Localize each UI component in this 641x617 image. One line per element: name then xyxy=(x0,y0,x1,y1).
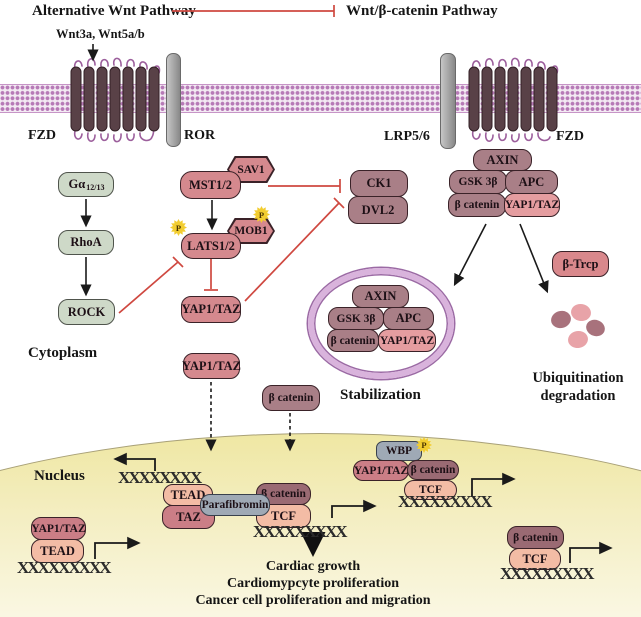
dvl2-node: DVL2 xyxy=(348,196,408,224)
degradation-line2: degradation xyxy=(540,388,616,404)
degraded-fragment-icon xyxy=(569,302,593,323)
gsk3b-node: GSK 3β xyxy=(449,170,507,194)
rock-node: ROCK xyxy=(58,299,115,325)
degradation-caption: Ubiquitination degradation xyxy=(518,369,638,405)
stab-gsk3b-node: GSK 3β xyxy=(328,307,384,330)
nuc-mid-beta-catenin-node: β catenin xyxy=(256,483,311,505)
rhoa-node: RhoA xyxy=(58,230,114,255)
dna-strand: XXXXXXXXX xyxy=(17,558,111,577)
ror-receptor xyxy=(166,53,181,147)
dna-strand: XXXXXXXXX xyxy=(500,564,594,583)
fzd-intracellular-loops xyxy=(73,126,157,143)
outcome-line2: Cardiomypcyte proliferation xyxy=(227,576,399,591)
sav1-node: SAV1 xyxy=(227,156,275,183)
stab-beta-catenin-node: β catenin xyxy=(327,329,379,352)
sav1-text: SAV1 xyxy=(229,158,273,181)
nuc-rl-tcf-node: TCF xyxy=(509,548,561,570)
nuc-ru-tcf-node: TCF xyxy=(404,480,457,500)
beta-trcp-node: β-Trcp xyxy=(552,251,609,277)
yap-taz-node-upper: YAP1/TAZ xyxy=(181,296,241,323)
outcome-line3: Cancer cell proliferation and migration xyxy=(195,593,431,608)
degradation-line1: Ubiquitination xyxy=(532,370,624,386)
yap-taz-complex-node: YAP1/TAZ xyxy=(504,193,560,217)
beta-catenin-node: β catenin xyxy=(448,193,506,217)
stabilization-caption: Stabilization xyxy=(340,387,421,403)
fzd-right-label: FZD xyxy=(556,129,584,144)
ck1-node: CK1 xyxy=(350,170,408,197)
wnt-ligands-label: Wnt3a, Wnt5a/b xyxy=(56,27,145,41)
parafibromin-node: Parafibromin xyxy=(200,494,270,516)
degraded-fragment-icon xyxy=(566,329,590,350)
nuc-rl-beta-catenin-node: β catenin xyxy=(507,526,564,549)
dna-strand: XXXXXXXXX xyxy=(253,522,347,541)
nuc-left-yap-taz-node: YAP1/TAZ xyxy=(31,517,86,540)
axin-node: AXIN xyxy=(473,149,532,171)
nuc-ru-beta-catenin-node: β catenin xyxy=(407,460,459,480)
fzd-intracellular-loops xyxy=(471,130,551,143)
degraded-fragment-icon xyxy=(549,308,573,331)
stab-apc-node: APC xyxy=(383,307,434,330)
lats12-node: LATS1/2 xyxy=(181,233,241,259)
outcome-line1: Cardiac growth xyxy=(265,559,361,574)
nucleus-label: Nucleus xyxy=(34,468,85,484)
galpha-subscript: 12/13 xyxy=(86,183,105,192)
cytoplasm-label: Cytoplasm xyxy=(28,345,98,361)
fzd-left-label: FZD xyxy=(28,128,56,143)
nucleus-compartment xyxy=(0,433,641,617)
fzd-receptor-right xyxy=(468,57,559,143)
lrp56-label: LRP5/6 xyxy=(384,129,430,144)
nuc-ru-yap-taz-node: YAP1/TAZ xyxy=(353,460,409,481)
lrp56-receptor xyxy=(440,53,456,149)
fzd-helices xyxy=(70,66,160,132)
apc-node: APC xyxy=(505,170,558,194)
mst12-node: MST1/2 xyxy=(180,171,241,199)
dna-strand: XXXXXXXX xyxy=(118,468,202,487)
nuc-left-tead-node: TEAD xyxy=(31,539,84,563)
nuc-mid-taz-node: TAZ xyxy=(162,505,215,529)
fzd-helices xyxy=(468,66,558,132)
alt-pathway-title: Alternative Wnt Pathway xyxy=(32,3,196,19)
yap-taz-node-lower: YAP1/TAZ xyxy=(182,353,241,379)
fzd-extracellular-loops xyxy=(471,57,559,74)
free-beta-catenin-node: β catenin xyxy=(262,385,320,411)
stabilization-ring xyxy=(308,268,454,379)
stab-yap-taz-node: YAP1/TAZ xyxy=(378,329,436,352)
fzd-receptor-left xyxy=(70,57,161,143)
wbp-node: WBP xyxy=(376,441,422,461)
galpha-text: Gα xyxy=(68,177,86,191)
beta-catenin-pathway-title: Wnt/β-catenin Pathway xyxy=(346,3,498,19)
ror-label: ROR xyxy=(184,128,216,143)
top-inhibition-line xyxy=(172,5,335,17)
dna-strand: XXXXXXXXX xyxy=(398,492,492,511)
stab-axin-node: AXIN xyxy=(352,285,409,308)
outcomes-caption: Cardiac growth Cardiomypcyte proliferati… xyxy=(186,558,440,609)
phospho-icon: P xyxy=(170,219,187,236)
